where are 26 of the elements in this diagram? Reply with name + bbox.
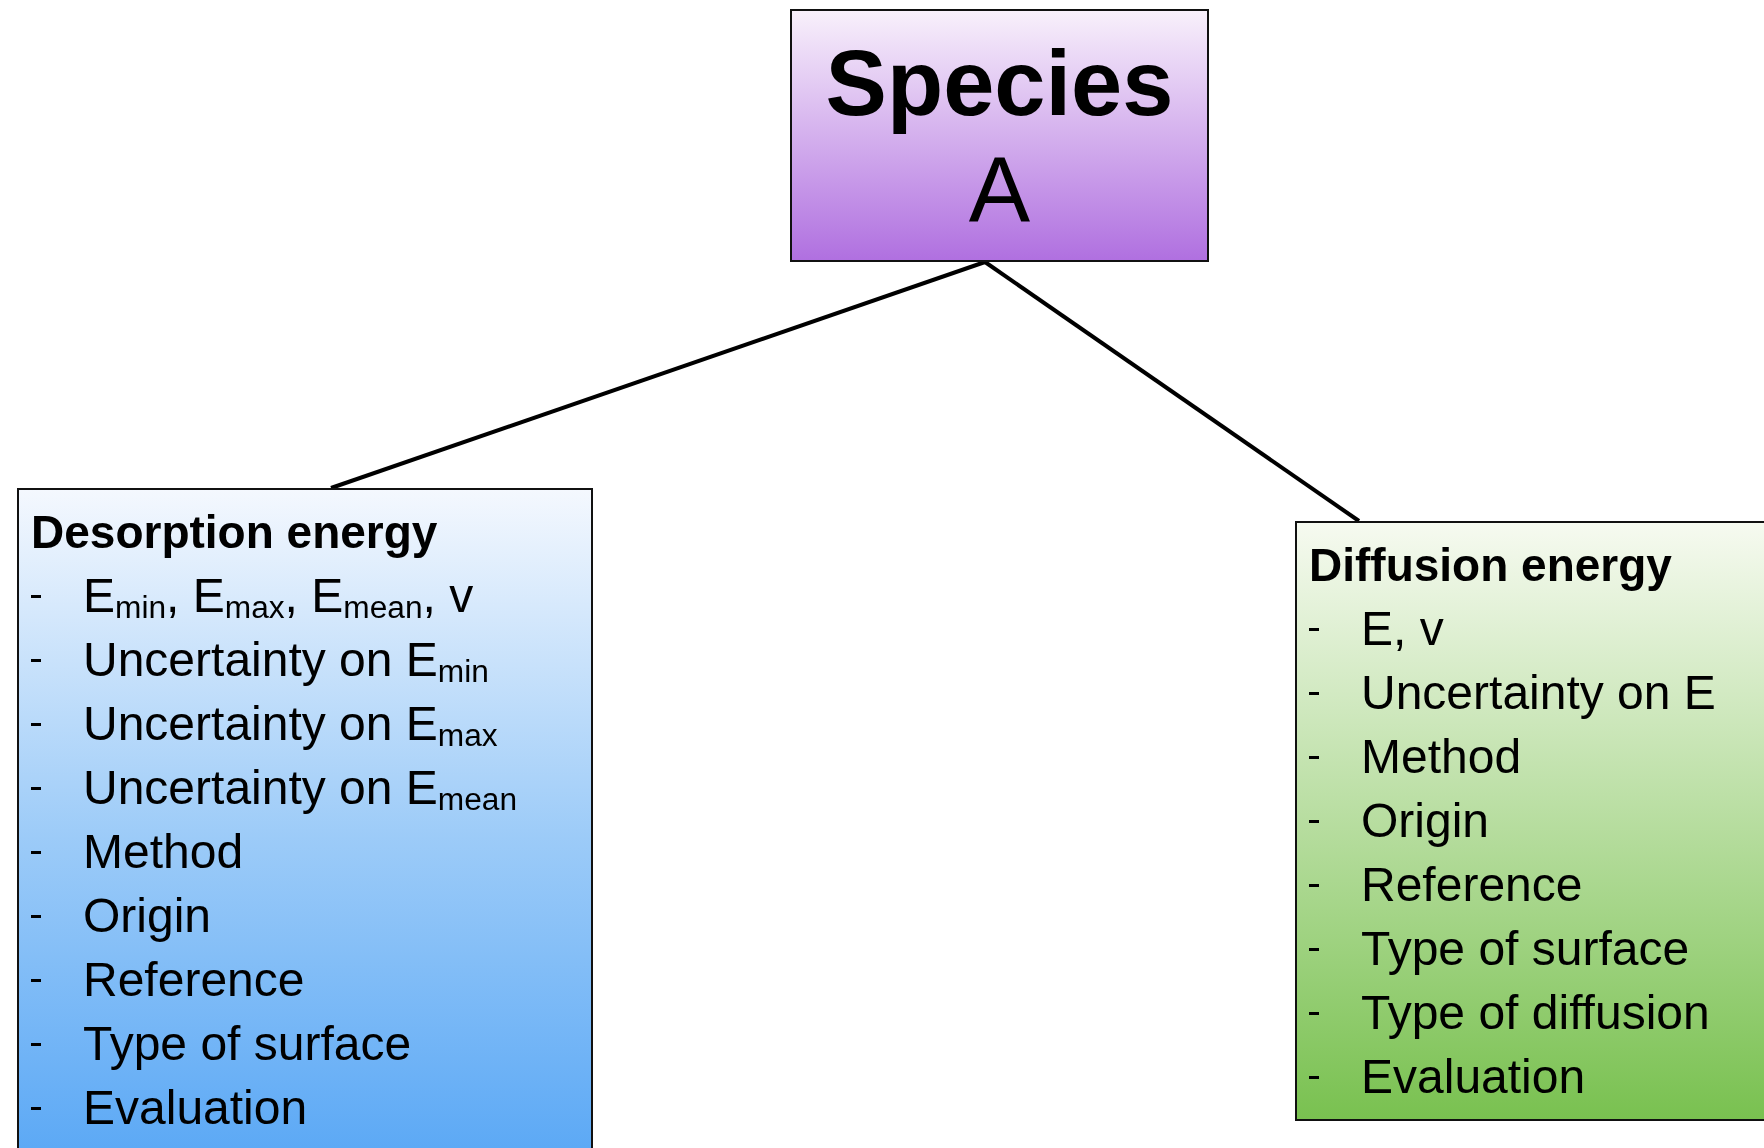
species-title: Species [825, 31, 1174, 136]
list-item: Origin [83, 888, 212, 944]
connector-line [983, 260, 1361, 523]
category-box [1295, 521, 1764, 1121]
list-item: E, v [1361, 601, 1444, 657]
category-box [17, 488, 593, 1148]
list-item: Type of surface [1361, 921, 1690, 977]
list-item: Evaluation [1361, 1049, 1586, 1105]
list-item: Method [1361, 729, 1522, 785]
connector-line [330, 260, 986, 490]
list-item: Method [83, 824, 244, 880]
list-item: Uncertainty on E$_{mean}$ [83, 760, 518, 820]
list-item: E$_{min}$, E$_{max}$, E$_{mean}$, v [83, 568, 474, 628]
species-label: A [968, 138, 1031, 243]
section-heading: Desorption energy [31, 505, 439, 560]
list-item: Uncertainty on E [1361, 665, 1716, 721]
list-item: Type of surface [83, 1016, 412, 1072]
list-item: Origin [1361, 793, 1490, 849]
list-item: Reference [83, 952, 305, 1008]
list-item: Type of diffusion [1361, 985, 1710, 1041]
list-item: Uncertainty on E$_{min}$ [83, 632, 489, 692]
list-item: Uncertainty on E$_{max}$ [83, 696, 498, 756]
list-item: Reference [1361, 857, 1583, 913]
species-box [790, 9, 1209, 262]
list-item: Evaluation [83, 1080, 308, 1136]
section-heading: Diffusion energy [1309, 538, 1673, 593]
